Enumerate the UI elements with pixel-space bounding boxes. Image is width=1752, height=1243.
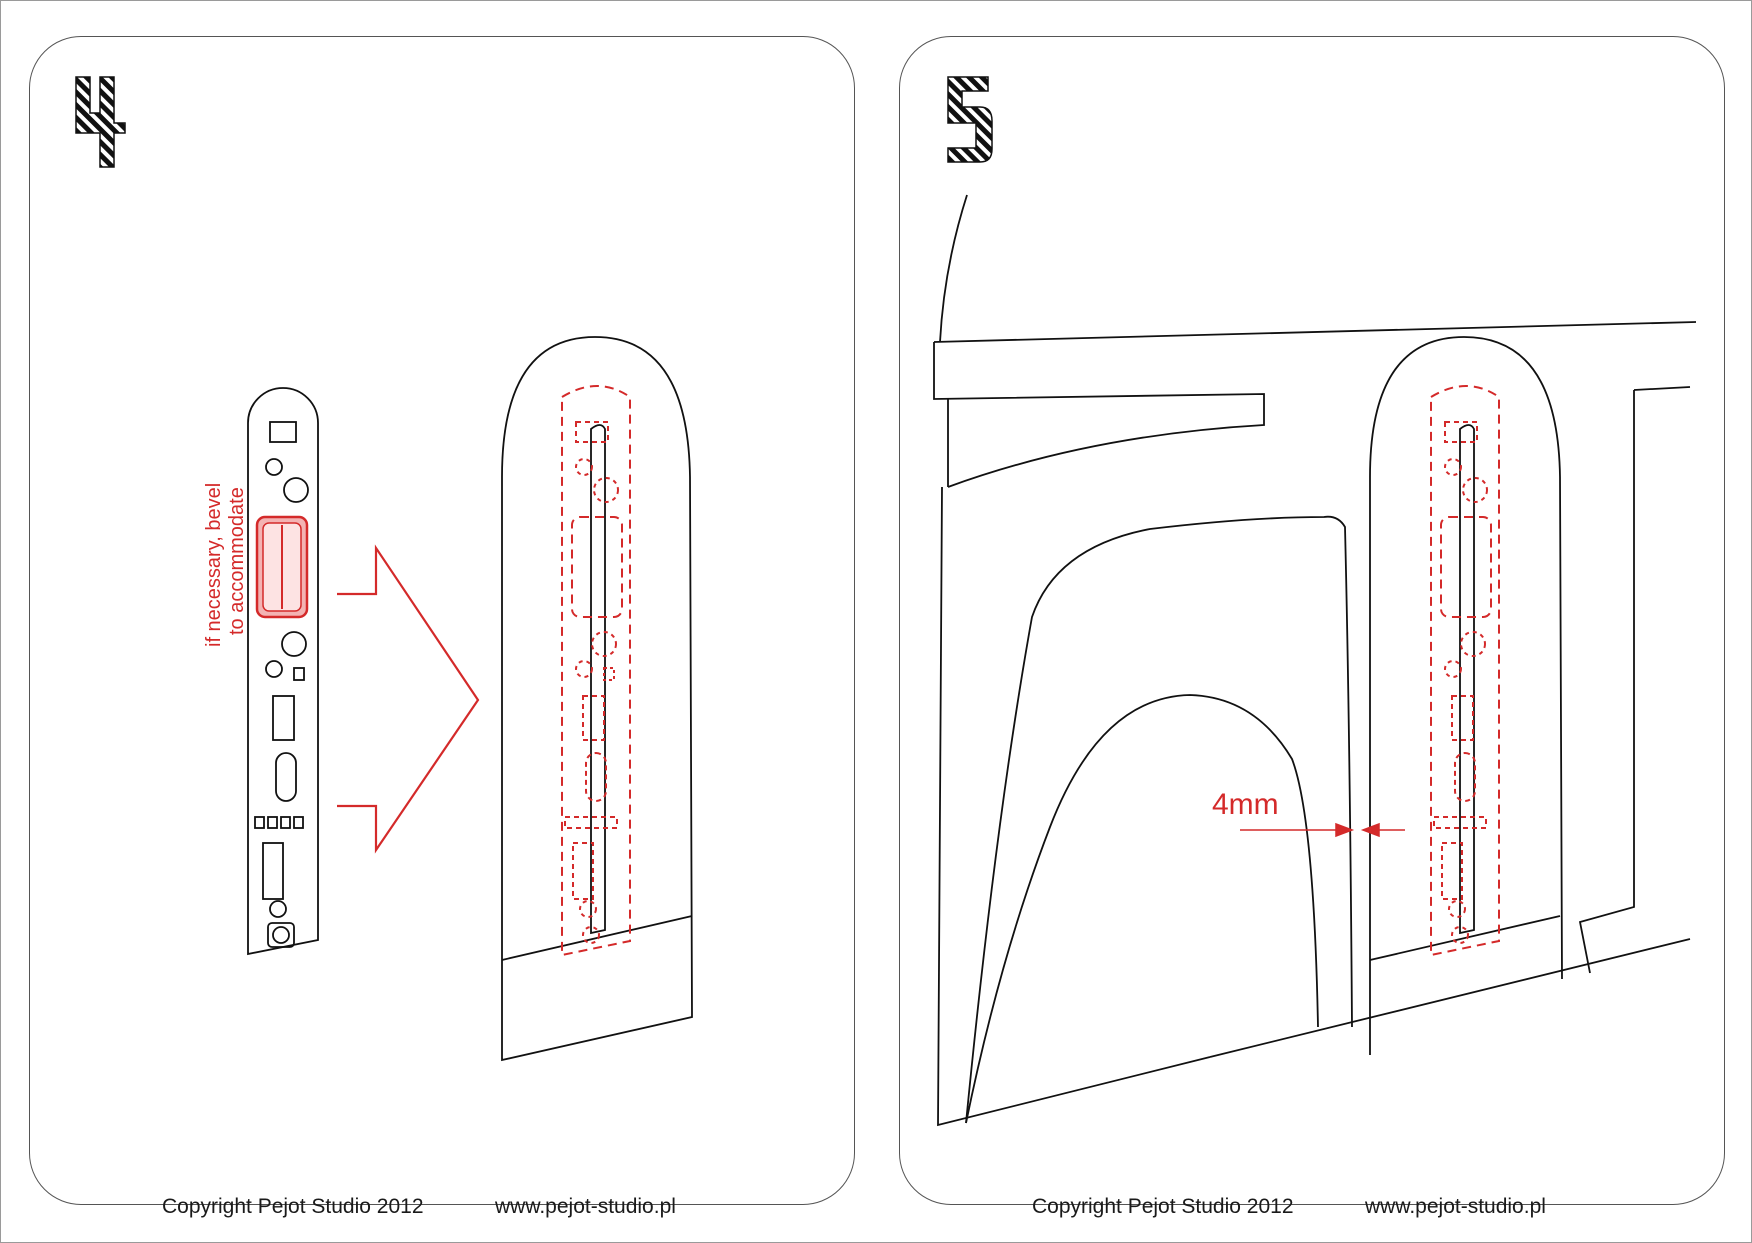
- pe-placement-outline-step5: [1430, 385, 1500, 957]
- step-number-5-graphic: [947, 76, 993, 163]
- step-4-panel: 4: [29, 36, 855, 1218]
- step-5-drawing: 5: [933, 76, 1697, 1127]
- step-number-4-graphic: [75, 76, 126, 168]
- pe-part-small: [247, 387, 319, 956]
- assembly-structure: [933, 194, 1697, 1127]
- hull-part-outline: [501, 336, 693, 1062]
- bevel-annotation: if necessary, bevel to accommodate: [203, 483, 248, 647]
- direction-arrow: [337, 544, 480, 854]
- footer-url[interactable]: www.pejot-studio.pl: [1365, 1195, 1546, 1218]
- annotation-line-1: if necessary, bevel: [203, 483, 225, 647]
- dimension-label: 4mm: [1212, 788, 1279, 821]
- footer-copyright: Copyright Pejot Studio 2012: [162, 1195, 424, 1218]
- footer-url[interactable]: www.pejot-studio.pl: [495, 1195, 676, 1218]
- dimension-marker: [1240, 822, 1405, 838]
- footer-copyright: Copyright Pejot Studio 2012: [1032, 1195, 1294, 1218]
- step-5-panel: 5: [899, 36, 1725, 1218]
- annotation-line-2: to accommodate: [226, 487, 248, 635]
- step-4-drawing: 4: [75, 76, 693, 1062]
- pe-placement-outline: [561, 385, 631, 957]
